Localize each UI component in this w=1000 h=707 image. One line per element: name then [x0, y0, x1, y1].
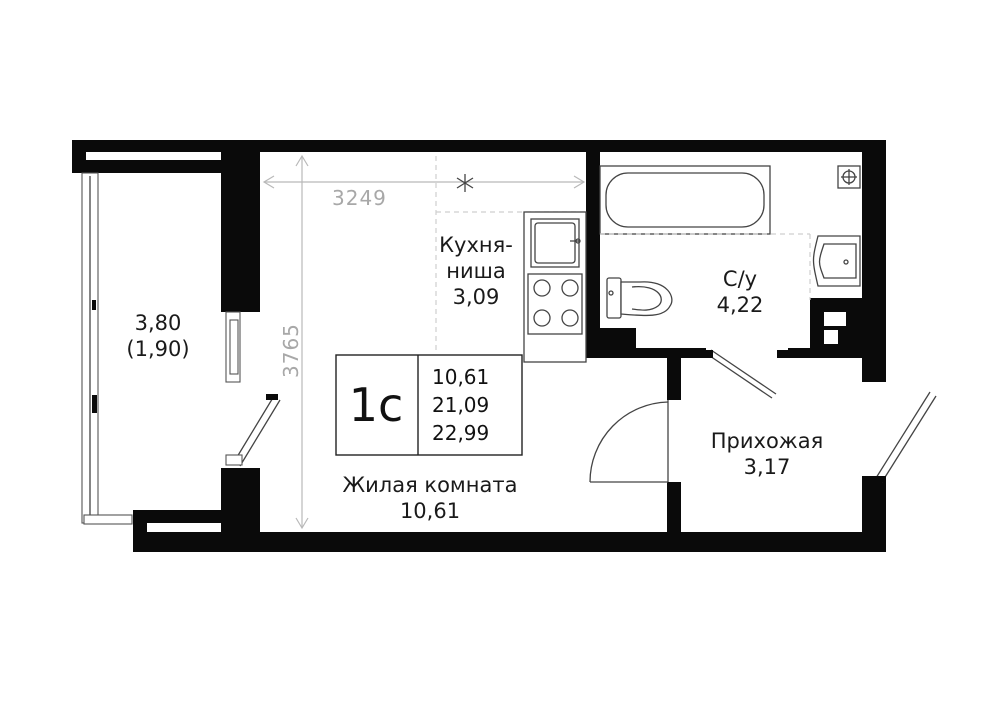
kitchen-area: 3,09 [453, 285, 500, 309]
bathroom-name: С/у [723, 267, 757, 291]
balcony-area-reduced: (1,90) [126, 337, 189, 361]
vent-icon [456, 174, 474, 192]
walls [72, 140, 886, 552]
doors [589, 349, 937, 483]
kitchen-name-line2: ниша [446, 259, 505, 283]
balcony-door [225, 311, 281, 467]
hallway-name: Прихожая [711, 429, 823, 453]
bathroom-fixtures [599, 165, 861, 319]
total-area-reduced-value: 21,09 [432, 393, 489, 417]
living-room-name: Жилая комната [343, 473, 518, 497]
bathroom-area: 4,22 [717, 293, 764, 317]
living-area-value: 10,61 [432, 365, 489, 389]
balcony-area: 3,80 [135, 311, 182, 335]
balcony-windows [81, 172, 133, 525]
total-area-value: 22,99 [432, 421, 489, 445]
width-dimension: 3249 [332, 186, 387, 210]
kitchen-niche [435, 156, 587, 363]
dimension-lines [262, 154, 586, 530]
apartment-type: 1с [349, 378, 404, 432]
hallway-area: 3,17 [744, 455, 791, 479]
summary-box [335, 354, 523, 456]
living-room-area: 10,61 [400, 499, 460, 523]
kitchen-name-line1: Кухня- [439, 233, 513, 257]
length-dimension: 3765 [279, 323, 303, 378]
